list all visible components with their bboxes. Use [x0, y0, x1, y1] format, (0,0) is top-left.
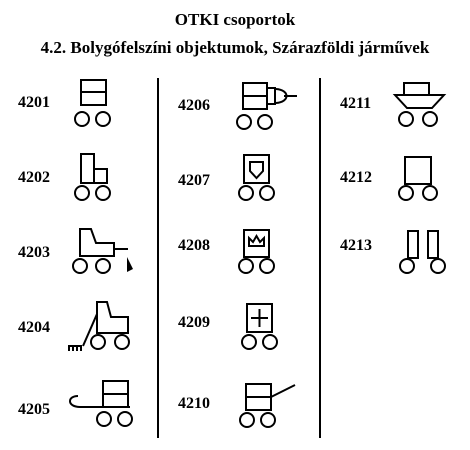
code-4201: 4201 — [18, 94, 50, 111]
code-4206: 4206 — [178, 97, 210, 114]
code-4203: 4203 — [18, 244, 50, 261]
code-4213: 4213 — [340, 237, 372, 254]
antenna-vehicle-icon — [239, 383, 296, 428]
plow-vehicle-icon — [72, 228, 133, 274]
twin-bar-vehicle-icon — [399, 230, 446, 274]
code-4204: 4204 — [18, 319, 50, 336]
code-4208: 4208 — [178, 237, 210, 254]
page-title: OTKI csoportok — [174, 10, 296, 29]
trapezoid-vehicle-icon — [392, 82, 447, 127]
crown-vehicle-icon — [238, 229, 275, 274]
box-vehicle-icon — [398, 156, 438, 201]
shield-vehicle-icon — [238, 154, 275, 201]
lamp-vehicle-icon — [236, 82, 297, 130]
code-4209: 4209 — [178, 314, 210, 331]
page-subtitle: 4.2. Bolygófelszíni objektumok, Szárazfö… — [40, 38, 430, 57]
cart-symbol-icon — [74, 79, 111, 127]
harrow-vehicle-icon — [68, 301, 130, 351]
chair-vehicle-icon — [74, 153, 111, 201]
code-4202: 4202 — [18, 169, 50, 186]
code-4210: 4210 — [178, 395, 210, 412]
code-4211: 4211 — [340, 95, 371, 112]
code-4207: 4207 — [178, 172, 210, 189]
cross-vehicle-icon — [241, 303, 278, 350]
code-4212: 4212 — [340, 169, 372, 186]
code-4205: 4205 — [18, 401, 50, 418]
hook-vehicle-icon — [69, 380, 133, 427]
